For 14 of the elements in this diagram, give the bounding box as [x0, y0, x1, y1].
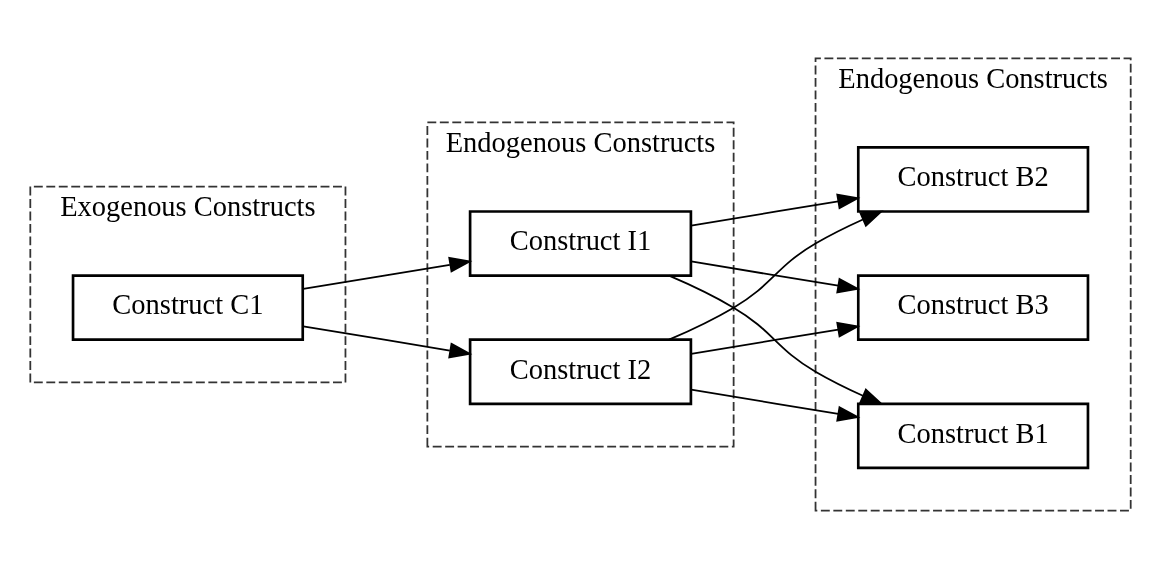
arrow [668, 210, 884, 341]
node-box: Construct I2 [468, 338, 693, 406]
arrow [690, 388, 861, 422]
arrow [690, 321, 861, 355]
arrow [668, 274, 884, 405]
arrow [302, 256, 473, 290]
arrow [690, 193, 861, 227]
node-box: Construct B2 [856, 146, 1090, 213]
node-box: Construct B3 [856, 274, 1090, 342]
node-box: Construct C1 [71, 274, 305, 342]
node-box: Construct I1 [468, 210, 693, 277]
arrow [302, 325, 473, 359]
arrow [690, 260, 861, 294]
node-box: Construct B1 [856, 402, 1090, 470]
